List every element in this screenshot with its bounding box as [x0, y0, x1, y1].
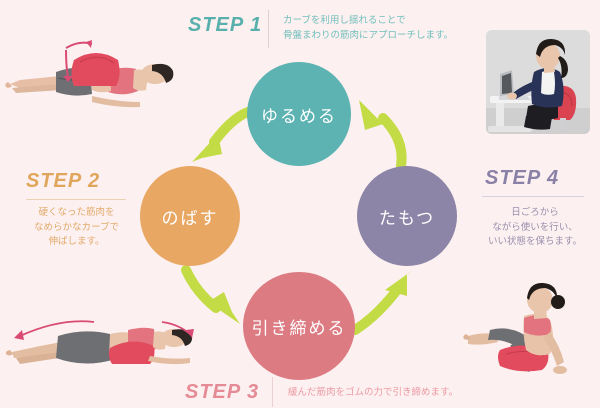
step-2-divider — [26, 199, 126, 200]
step-2-description: 硬くなった筋肉を なめらかなカーブで 伸ばします。 — [34, 207, 119, 248]
step-1-label: STEP 1 — [188, 14, 263, 36]
cycle-circle-maintain-label: たもつ — [378, 208, 436, 228]
cycle-circle-stretch-label: のばす — [161, 208, 219, 228]
photo-lying-on-cushion — [0, 22, 178, 142]
arrow-right-to-top-icon — [359, 100, 407, 171]
photo-desk-sitting — [486, 30, 590, 134]
step-4-divider — [482, 196, 584, 197]
cycle-circle-maintain[interactable]: たもつ — [357, 166, 457, 266]
cycle-circle-tighten[interactable]: 引き締める — [243, 272, 355, 380]
arrow-bottom-to-right-icon — [350, 270, 413, 335]
step-4-label: STEP 4 — [485, 167, 560, 189]
step-2-label: STEP 2 — [26, 170, 101, 192]
step-4-description: 日ごろから ながら使いを行い、 いい状態を保ちます。 — [487, 207, 583, 248]
step-3-description: 緩んだ筋肉をゴムの力で引き締めます。 — [288, 387, 459, 398]
photo-stretching-on-cushion — [0, 296, 196, 394]
cycle-circle-tighten-label: 引き締める — [251, 318, 347, 338]
step-3-label: STEP 3 — [185, 381, 260, 403]
arrow-left-to-bottom-icon — [181, 265, 240, 324]
step-1-divider — [268, 10, 269, 48]
step-3-divider — [272, 377, 273, 407]
cycle-circle-loosen-label: ゆるめる — [261, 106, 337, 126]
cycle-circle-loosen[interactable]: ゆるめる — [247, 62, 351, 166]
step-1-description: カーブを利用し揺れることで 骨盤まわりの筋肉にアプローチします。 — [283, 15, 454, 41]
cycle-circle-stretch[interactable]: のばす — [140, 166, 240, 266]
arrow-top-to-left-icon — [192, 107, 253, 162]
photo-seated-legs-raised — [462, 280, 594, 384]
